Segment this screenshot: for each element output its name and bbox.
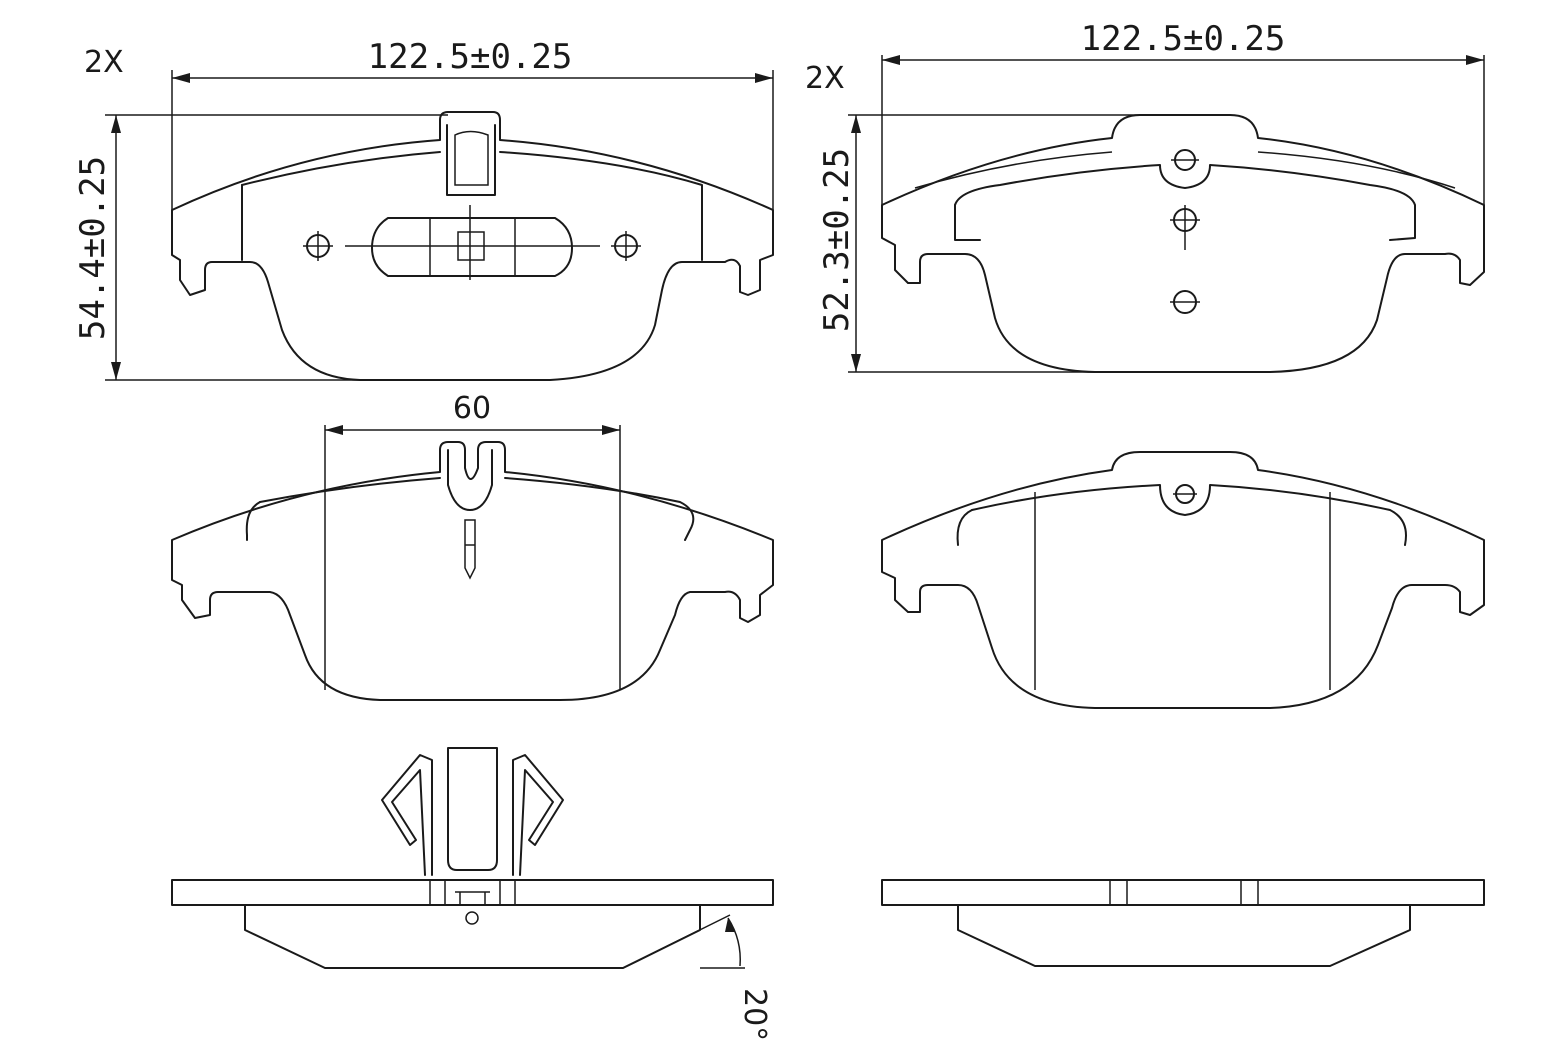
dimension-width-left: 122.5±0.25 [171,37,774,210]
quantity-left-label: 2X [84,45,124,80]
dimension-height-right: 52.3±0.25 [817,114,1140,373]
pad-side-right-view [881,879,1485,967]
width-left-label: 122.5±0.25 [368,37,573,77]
height-right-label: 52.3±0.25 [817,148,857,332]
pad-front-right-view [881,114,1485,373]
height-left-label: 54.4±0.25 [73,156,113,340]
pad-back-right-view [881,451,1485,709]
dimension-height-left: 54.4±0.25 [73,114,448,381]
pad-side-left-view: 20° [171,747,774,1040]
dimension-width-right: 122.5±0.25 [881,19,1485,205]
quantity-right-label: 2X [805,61,845,96]
pad-front-left-view [171,111,774,381]
pad-back-left-view: 60 [171,391,774,701]
span-label: 60 [453,391,491,426]
angle-label: 20° [737,988,772,1040]
width-right-label: 122.5±0.25 [1081,19,1286,59]
